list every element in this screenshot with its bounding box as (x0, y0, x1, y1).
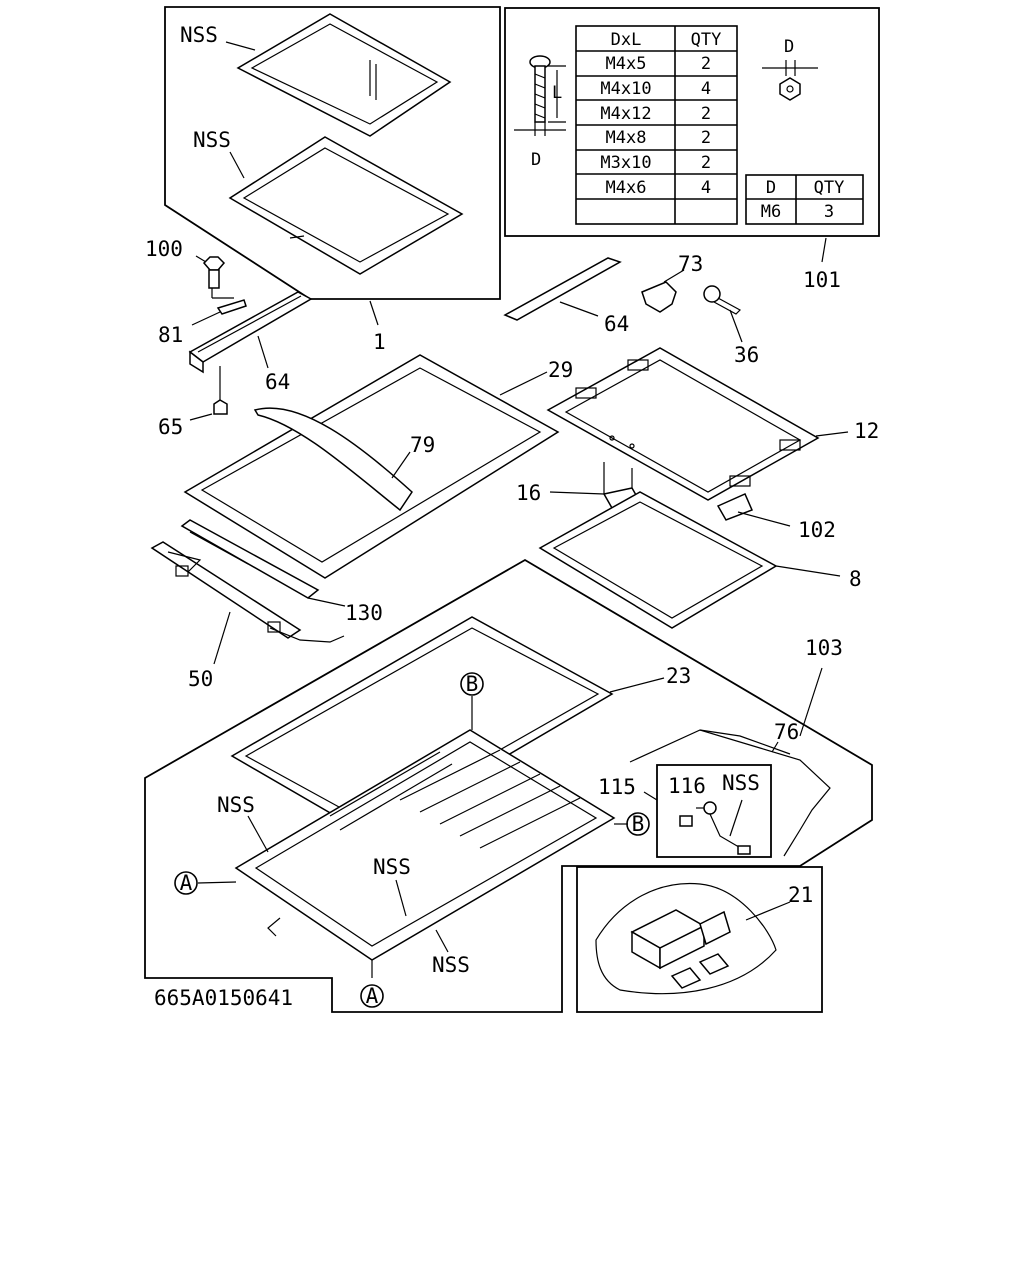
callout-21: 21 (788, 883, 813, 907)
screw-table-cell: M4x5 (606, 54, 647, 74)
seal-8 (538, 491, 841, 629)
callout-nss: NSS (432, 953, 470, 977)
callout-76: 76 (774, 720, 799, 744)
callout-nss: NSS (193, 128, 231, 152)
block-102 (716, 493, 791, 527)
callout-101: 101 (803, 268, 841, 292)
strip-130 (180, 519, 346, 607)
bracket-81 (191, 288, 247, 326)
circle-letter: B (466, 672, 479, 696)
deflector-79 (253, 407, 413, 512)
glass-kit-outline (164, 6, 501, 300)
nut-dim-d: D (784, 37, 794, 57)
circle-letter: A (366, 984, 379, 1008)
screw-table-cell: M3x10 (600, 153, 651, 173)
callout-103: 103 (805, 636, 843, 660)
panel-12 (546, 347, 849, 501)
glass-panel (236, 13, 452, 137)
screw-table-cell: M4x6 (606, 178, 647, 198)
harness-detail-box (656, 764, 772, 858)
nut-size-table (745, 174, 864, 225)
sub-kit-box (576, 866, 823, 1013)
callout-64: 64 (604, 312, 629, 336)
callout-12: 12 (854, 419, 879, 443)
callout-1: 1 (373, 330, 386, 354)
connector-73 (641, 269, 685, 313)
nut-table-cell: M6 (761, 202, 781, 222)
circle-letter: B (632, 812, 645, 836)
screw-table-cell: 2 (701, 153, 711, 173)
screw-size-table (575, 25, 738, 225)
nut-illustration (762, 60, 818, 101)
rail-64-left (188, 291, 313, 374)
screw-dim-d: D (531, 150, 541, 170)
sub-kit-21 (595, 882, 791, 995)
callout-116: 116 (668, 774, 706, 798)
rail-64-right (503, 257, 622, 321)
callout-100: 100 (145, 237, 183, 261)
callout-115: 115 (598, 775, 636, 799)
callout-29: 29 (548, 358, 573, 382)
callout-50: 50 (188, 667, 213, 691)
circle-marker-b-top (460, 672, 484, 696)
callout-nss: NSS (373, 855, 411, 879)
nut-table-cell: 3 (824, 202, 834, 222)
housing-frame (197, 696, 628, 978)
nut-table-header-d: D (766, 178, 776, 198)
nut-table-header-qty: QTY (814, 178, 845, 198)
harness-detail (643, 791, 751, 855)
screw-table-cell: M4x8 (606, 128, 647, 148)
circle-marker-a-bottom (360, 984, 384, 1008)
screw-table-header-qty: QTY (691, 30, 722, 50)
callout-81: 81 (158, 323, 183, 347)
harness-103 (629, 667, 831, 857)
screw-illustration (514, 55, 566, 136)
screw-table-cell: 2 (701, 128, 711, 148)
callout-102: 102 (798, 518, 836, 542)
callout-16: 16 (516, 481, 541, 505)
screw-table-cell: 2 (701, 54, 711, 74)
callout-64: 64 (265, 370, 290, 394)
callout-36: 36 (734, 343, 759, 367)
callout-79: 79 (410, 433, 435, 457)
glass-seal (228, 136, 464, 275)
drawing-number: 665A0150641 (154, 986, 293, 1010)
screw-table-cell: M4x12 (600, 104, 651, 124)
screw-table-cell: 2 (701, 104, 711, 124)
callout-130: 130 (345, 601, 383, 625)
callout-23: 23 (666, 664, 691, 688)
bolt-65 (189, 366, 228, 421)
screw-table-header-dxl: DxL (611, 30, 642, 50)
drain-50 (150, 541, 345, 665)
callout-73: 73 (678, 252, 703, 276)
screw-table-cell: 4 (701, 79, 711, 99)
callout-nss: NSS (722, 771, 760, 795)
callout-65: 65 (158, 415, 183, 439)
frame-assembly-outline (144, 558, 873, 1013)
motor-36 (703, 285, 743, 343)
callout-nss: NSS (180, 23, 218, 47)
bolt-100 (195, 255, 226, 289)
hardware-table-box (504, 7, 880, 237)
callout-8: 8 (849, 567, 862, 591)
frame-23 (230, 616, 665, 837)
screw-table-cell: 4 (701, 178, 711, 198)
circle-marker-b-right (626, 812, 650, 836)
screw-table-cell: M4x10 (600, 79, 651, 99)
circle-marker-a-left (174, 871, 198, 895)
circle-letter: A (180, 871, 193, 895)
callout-nss: NSS (217, 793, 255, 817)
screw-dim-l: L (552, 83, 562, 103)
